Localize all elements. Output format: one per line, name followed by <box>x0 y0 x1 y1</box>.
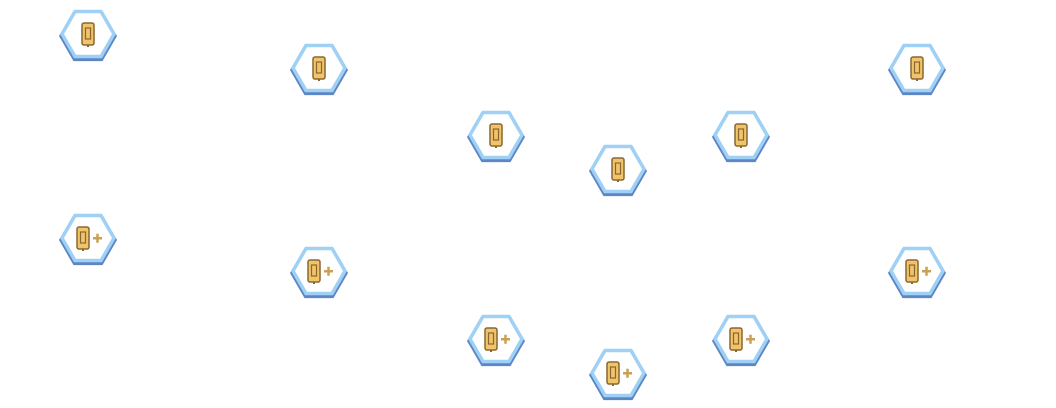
hex-frame <box>290 43 348 96</box>
skill-node-scroll-plus[interactable] <box>586 342 650 406</box>
hex-frame <box>59 213 117 266</box>
skill-node-scroll[interactable] <box>56 3 120 67</box>
skill-node-scroll[interactable] <box>885 37 949 101</box>
plus-icon <box>746 334 755 344</box>
scroll-plus-icon <box>905 259 931 284</box>
hex-frame <box>467 110 525 163</box>
scroll-plus-icon <box>76 226 102 251</box>
scroll-icon <box>910 56 924 81</box>
skill-node-scroll[interactable] <box>586 138 650 202</box>
hex-frame <box>467 314 525 367</box>
skill-node-scroll-plus[interactable] <box>287 240 351 304</box>
hex-frame <box>888 43 946 96</box>
scroll-icon <box>489 123 503 148</box>
hex-frame <box>59 9 117 62</box>
plus-icon <box>501 334 510 344</box>
hex-frame <box>712 110 770 163</box>
skill-node-scroll-plus[interactable] <box>709 308 773 372</box>
skill-node-scroll[interactable] <box>464 104 528 168</box>
skill-node-scroll-plus[interactable] <box>885 240 949 304</box>
hex-frame <box>589 144 647 197</box>
plus-icon <box>922 266 931 276</box>
scroll-icon <box>734 123 748 148</box>
skill-node-scroll-plus[interactable] <box>56 207 120 271</box>
scroll-plus-icon <box>484 327 510 352</box>
scroll-plus-icon <box>606 361 632 386</box>
hex-frame <box>888 246 946 299</box>
hex-frame <box>712 314 770 367</box>
scroll-icon <box>81 22 95 47</box>
plus-icon <box>93 233 102 243</box>
scroll-plus-icon <box>729 327 755 352</box>
plus-icon <box>324 266 333 276</box>
scroll-icon <box>312 56 326 81</box>
plus-icon <box>623 368 632 378</box>
scroll-plus-icon <box>307 259 333 284</box>
skill-node-scroll[interactable] <box>709 104 773 168</box>
scroll-icon <box>611 157 625 182</box>
hex-frame <box>589 348 647 401</box>
skill-node-scroll[interactable] <box>287 37 351 101</box>
hex-frame <box>290 246 348 299</box>
skill-node-scroll-plus[interactable] <box>464 308 528 372</box>
